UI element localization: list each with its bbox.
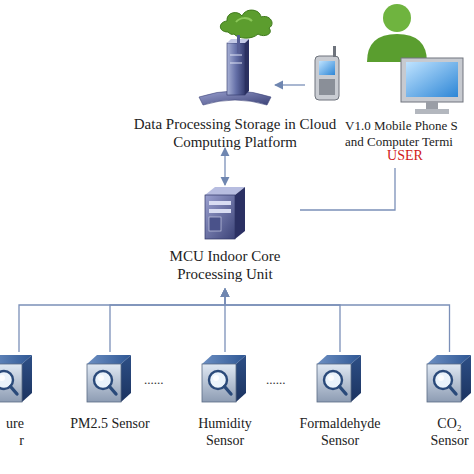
cloud-highlight xyxy=(236,18,252,22)
sensor-node: Formaldehyde Sensor xyxy=(290,352,390,462)
connector-line xyxy=(224,148,225,185)
sensor-node: PM2.5 Sensor xyxy=(70,352,150,462)
node-text: Formaldehyde Sensor xyxy=(290,416,390,450)
connector-line xyxy=(225,289,450,352)
sensor-icon xyxy=(315,352,365,404)
connector-line xyxy=(275,84,305,85)
node-text: ure r xyxy=(0,416,24,450)
node-subtext: USER xyxy=(375,148,435,165)
node-text: Data Processing Storage in Cloud Computi… xyxy=(133,115,337,151)
sensor-icon xyxy=(200,352,250,404)
connector-line xyxy=(225,289,340,352)
connector-line xyxy=(300,168,395,210)
sensor-node: Humidity Sensor xyxy=(180,352,270,462)
node-text: V1.0 Mobile Phone S and Computer Termi xyxy=(345,118,474,149)
storage-tower-icon xyxy=(195,35,275,110)
sensor-icon xyxy=(0,352,36,404)
node-text: MCU Indoor Core Processing Unit xyxy=(150,247,300,283)
sensor-node: CO₂ Sensor xyxy=(425,352,474,462)
sensor-icon xyxy=(425,352,474,404)
cloud-storage-node: Data Processing Storage in Cloud Computi… xyxy=(195,35,275,148)
mcu-node: MCU Indoor Core Processing Unit xyxy=(150,185,300,289)
sensor-icon xyxy=(85,352,135,404)
node-text: Humidity Sensor xyxy=(180,416,270,450)
mcu-server-icon xyxy=(199,185,251,241)
node-text: CO₂ Sensor xyxy=(425,416,474,450)
sensor-node: ure r xyxy=(0,352,38,462)
cloud-icon xyxy=(220,10,272,38)
ellipsis-label: ...... xyxy=(266,372,286,388)
user-terminal-icons xyxy=(305,0,474,118)
user-terminal-node: V1.0 Mobile Phone S and Computer TermiUS… xyxy=(305,0,474,168)
connector-line xyxy=(110,289,225,352)
node-text: PM2.5 Sensor xyxy=(70,416,150,433)
connector-line xyxy=(19,289,225,352)
ellipsis-label: ...... xyxy=(144,372,164,388)
